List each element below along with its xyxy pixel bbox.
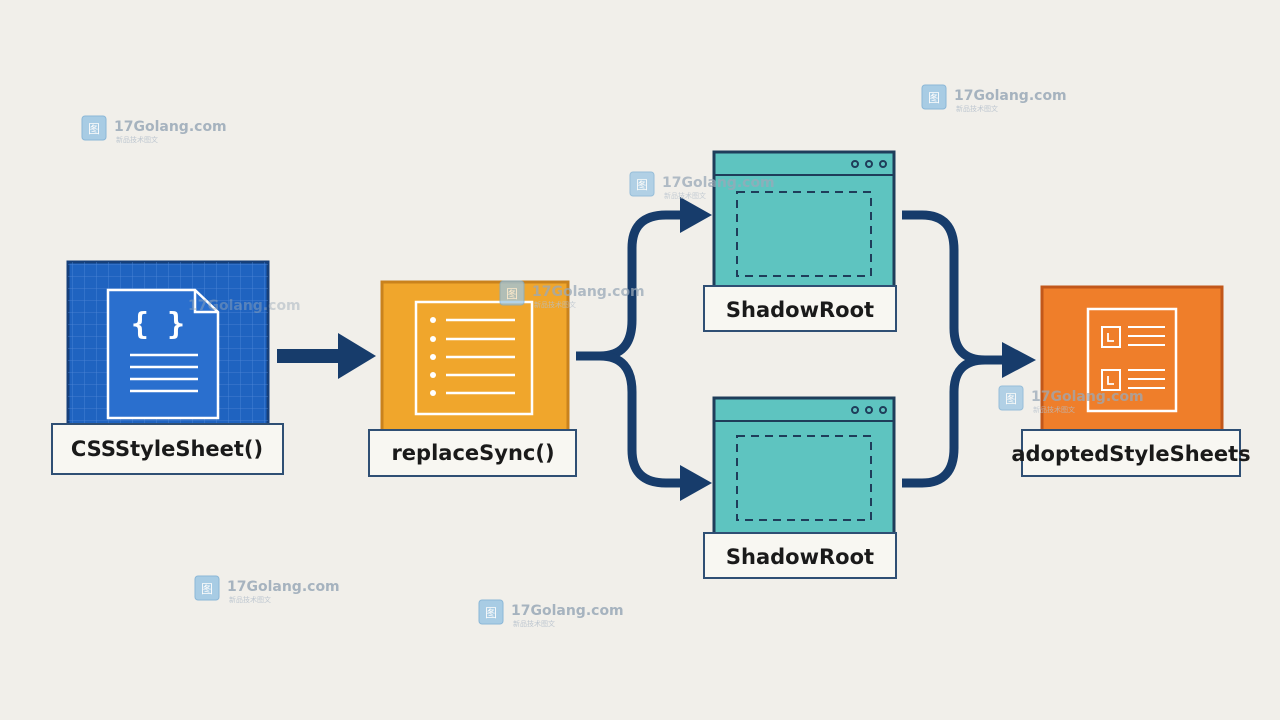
watermark: 图 17Golang.com 新品技术图文 [81, 115, 227, 144]
watermark-text: 17Golang.com [188, 298, 301, 314]
stylesheet-label-box [51, 423, 284, 475]
watermark-logo-icon: 图 [88, 122, 100, 136]
window-dot-icon [851, 406, 859, 414]
watermark: 图 17Golang.com 新品技术图文 [478, 599, 624, 628]
watermark: 图 17Golang.com 新品技术图文 [499, 280, 645, 309]
watermark-logo-icon: 图 [506, 287, 518, 301]
shadowroot-top-window [712, 150, 896, 292]
watermark-text: 17Golang.com [954, 88, 1067, 104]
stylesheet-node: { } CSSStyleSheet() [51, 260, 284, 475]
arrow-replace-to-shadows [576, 197, 712, 501]
replace-label: replaceSync() [391, 441, 554, 465]
window-dot-icon [879, 160, 887, 168]
shadowroot-bottom-node: ShadowRoot [703, 396, 897, 579]
adopted-label: adoptedStyleSheets [1011, 442, 1250, 466]
watermark-text: 17Golang.com [511, 603, 624, 619]
replace-label-box [368, 429, 577, 477]
arrow-shadows-to-adopted [902, 210, 1036, 488]
watermark-text: 17Golang.com [227, 579, 340, 595]
arrow-stylesheet-to-replace [277, 333, 376, 379]
watermark-text: 17Golang.com [662, 175, 775, 191]
css-file-icon: { } [106, 288, 220, 420]
watermark-logo-icon: 图 [1005, 392, 1017, 406]
adopted-label-box [1021, 429, 1241, 477]
braces-icon: { } [131, 307, 185, 342]
watermark-logo-icon: 图 [928, 91, 940, 105]
list-document-icon [414, 300, 534, 416]
watermark-subtext: 新品技术图文 [513, 619, 555, 628]
adopted-node: adoptedStyleSheets [1011, 285, 1251, 477]
shadowroot-top-node: ShadowRoot [703, 150, 897, 332]
watermark-text: 17Golang.com [532, 284, 645, 300]
watermark-subtext: 新品技术图文 [229, 595, 271, 604]
replace-card [380, 280, 570, 439]
watermark-text: 17Golang.com [1031, 389, 1144, 405]
shadowroot-bottom-label: ShadowRoot [726, 545, 874, 569]
window-dot-icon [865, 160, 873, 168]
stylesheet-label: CSSStyleSheet() [71, 437, 263, 461]
shadowroot-bottom-window [712, 396, 896, 540]
watermark-subtext: 新品技术图文 [1033, 405, 1075, 414]
watermark: 图 17Golang.com 新品技术图文 [921, 84, 1067, 113]
watermark-subtext: 新品技术图文 [664, 191, 706, 200]
shadowroot-bottom-label-box [703, 532, 897, 579]
replace-node: replaceSync() [368, 280, 577, 477]
watermark: 17Golang.com [188, 298, 301, 314]
watermark-logo-icon: 图 [201, 582, 213, 596]
stylesheet-list-icon [1086, 307, 1178, 413]
window-dot-icon [865, 406, 873, 414]
watermark-subtext: 新品技术图文 [534, 300, 576, 309]
shadow-dom-area [736, 435, 872, 521]
window-dot-icon [879, 406, 887, 414]
watermark-logo-icon: 图 [485, 606, 497, 620]
shadow-dom-area [736, 191, 872, 277]
watermark-subtext: 新品技术图文 [956, 104, 998, 113]
shadowroot-top-label-box [703, 285, 897, 332]
shadowroot-top-label: ShadowRoot [726, 298, 874, 322]
watermark: 图 17Golang.com 新品技术图文 [629, 171, 775, 200]
watermark: 图 17Golang.com 新品技术图文 [194, 575, 340, 604]
watermark: 图 17Golang.com 新品技术图文 [998, 385, 1144, 414]
window-dot-icon [851, 160, 859, 168]
watermark-subtext: 新品技术图文 [116, 135, 158, 144]
watermark-text: 17Golang.com [114, 119, 227, 135]
watermark-logo-icon: 图 [636, 178, 648, 192]
